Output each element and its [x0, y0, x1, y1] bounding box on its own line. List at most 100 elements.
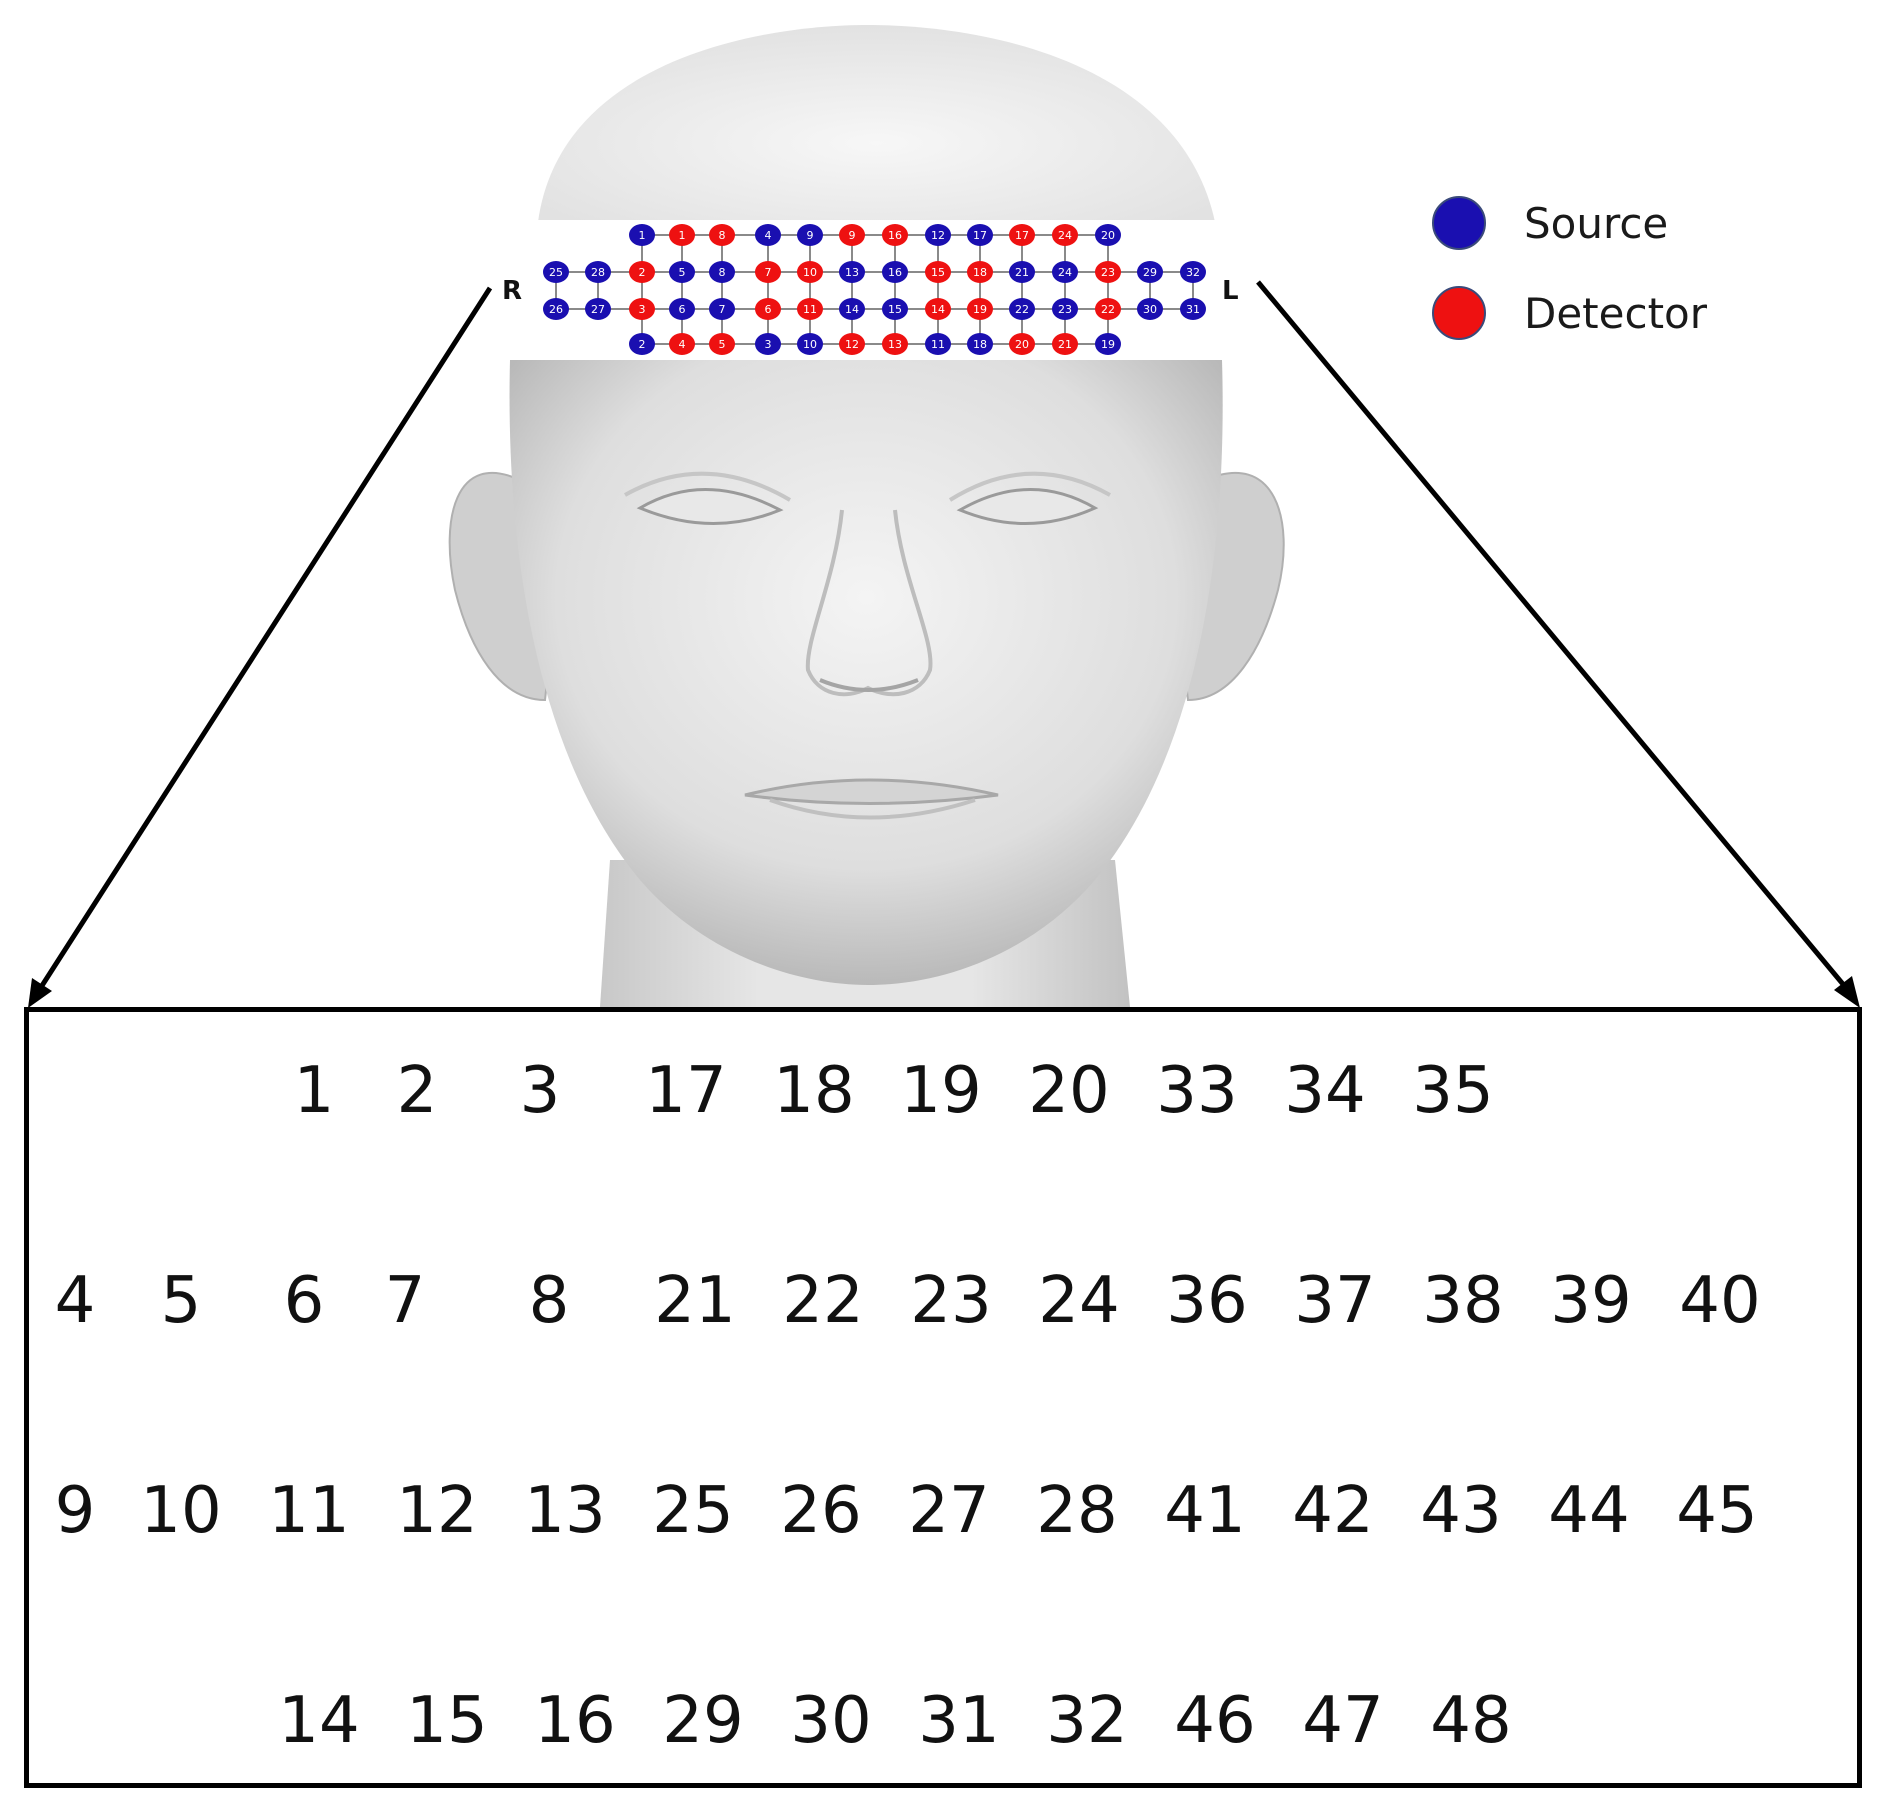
- channel-number: 19: [900, 1054, 982, 1128]
- source-optode: 2: [629, 333, 655, 355]
- optode-number: 1: [639, 229, 646, 242]
- detector-optode: 22: [1095, 298, 1121, 320]
- source-optode: 21: [1009, 261, 1035, 283]
- optode-number: 30: [1143, 303, 1157, 316]
- optode-number: 13: [845, 266, 859, 279]
- source-optode: 5: [669, 261, 695, 283]
- optode-number: 24: [1058, 266, 1072, 279]
- optode-dot: [882, 261, 908, 283]
- left-eye: [956, 488, 1099, 525]
- detector-optode: 23: [1095, 261, 1121, 283]
- optode-number: 26: [549, 303, 563, 316]
- channel-number: 34: [1284, 1054, 1366, 1128]
- optode-dot: [797, 298, 823, 320]
- channel-number: 39: [1550, 1264, 1632, 1338]
- optode-dot: [839, 261, 865, 283]
- optode-dot: [1052, 261, 1078, 283]
- source-optode: 31: [1180, 298, 1206, 320]
- right-eye: [636, 488, 784, 525]
- optode-number: 20: [1015, 338, 1029, 351]
- optode-dot: [925, 261, 951, 283]
- legend-detector: Detector: [1432, 286, 1707, 340]
- detector-optode: 7: [755, 261, 781, 283]
- optode-dot: [839, 298, 865, 320]
- optode-dot: [1052, 298, 1078, 320]
- source-optode: 27: [585, 298, 611, 320]
- right-side-label: R: [502, 276, 523, 306]
- optode-dot: [1052, 333, 1078, 355]
- detector-optode: 15: [925, 261, 951, 283]
- source-optode: 6: [669, 298, 695, 320]
- optode-number: 1: [679, 229, 686, 242]
- source-optode: 28: [585, 261, 611, 283]
- optode-dot: [797, 261, 823, 283]
- channel-number: 28: [1036, 1474, 1118, 1548]
- optode-number: 7: [719, 303, 726, 316]
- detector-optode: 9: [839, 224, 865, 246]
- channel-number: 10: [140, 1474, 222, 1548]
- optode-dot: [669, 298, 695, 320]
- channel-number: 29: [662, 1684, 744, 1758]
- channel-number: 12: [396, 1474, 478, 1548]
- source-optode: 11: [925, 333, 951, 355]
- channel-number: 21: [654, 1264, 736, 1338]
- optode-number: 9: [849, 229, 856, 242]
- optode-dot: [585, 261, 611, 283]
- channel-number: 36: [1166, 1264, 1248, 1338]
- channel-number: 16: [534, 1684, 616, 1758]
- source-optode: 32: [1180, 261, 1206, 283]
- source-optode: 30: [1137, 298, 1163, 320]
- detector-optode: 2: [629, 261, 655, 283]
- optode-dot: [882, 224, 908, 246]
- optode-dot: [755, 261, 781, 283]
- optode-dot: [709, 333, 735, 355]
- channel-number: 31: [918, 1684, 1000, 1758]
- detector-optode: 11: [797, 298, 823, 320]
- left-arrow-line: [1256, 280, 1854, 997]
- optode-number: 22: [1101, 303, 1115, 316]
- detector-optode: 5: [709, 333, 735, 355]
- optode-dot: [755, 333, 781, 355]
- optode-dot: [882, 298, 908, 320]
- detector-optode: 13: [882, 333, 908, 355]
- channel-number: 17: [645, 1054, 727, 1128]
- optode-dot: [1180, 261, 1206, 283]
- detector-optode: 16: [882, 224, 908, 246]
- source-optode: 24: [1052, 261, 1078, 283]
- channel-number: 1: [293, 1054, 335, 1128]
- mouth: [744, 778, 999, 805]
- optode-dot: [629, 298, 655, 320]
- channel-number: 5: [160, 1264, 202, 1338]
- optode-number: 5: [679, 266, 686, 279]
- optode-number: 12: [845, 338, 859, 351]
- optode-number: 14: [845, 303, 859, 316]
- optode-number: 5: [719, 338, 726, 351]
- optode-dot: [1095, 224, 1121, 246]
- optode-dot: [1137, 298, 1163, 320]
- source-optode: 15: [882, 298, 908, 320]
- source-optode: 22: [1009, 298, 1035, 320]
- source-optode: 14: [839, 298, 865, 320]
- optode-number: 2: [639, 338, 646, 351]
- channel-number: 2: [396, 1054, 438, 1128]
- optode-number: 21: [1058, 338, 1072, 351]
- channel-number: 7: [384, 1264, 426, 1338]
- optode-dot: [629, 333, 655, 355]
- optode-dot: [839, 333, 865, 355]
- source-optode: 19: [1095, 333, 1121, 355]
- channel-number: 3: [519, 1054, 561, 1128]
- optode-dot: [797, 333, 823, 355]
- optode-dot: [669, 224, 695, 246]
- detector-optode: 21: [1052, 333, 1078, 355]
- optode-number: 31: [1186, 303, 1200, 316]
- optode-number: 18: [973, 338, 987, 351]
- optode-dot: [967, 333, 993, 355]
- optode-number: 13: [888, 338, 902, 351]
- optode-number: 18: [973, 266, 987, 279]
- optode-dot: [629, 261, 655, 283]
- optode-dot: [709, 298, 735, 320]
- optode-dot: [669, 261, 695, 283]
